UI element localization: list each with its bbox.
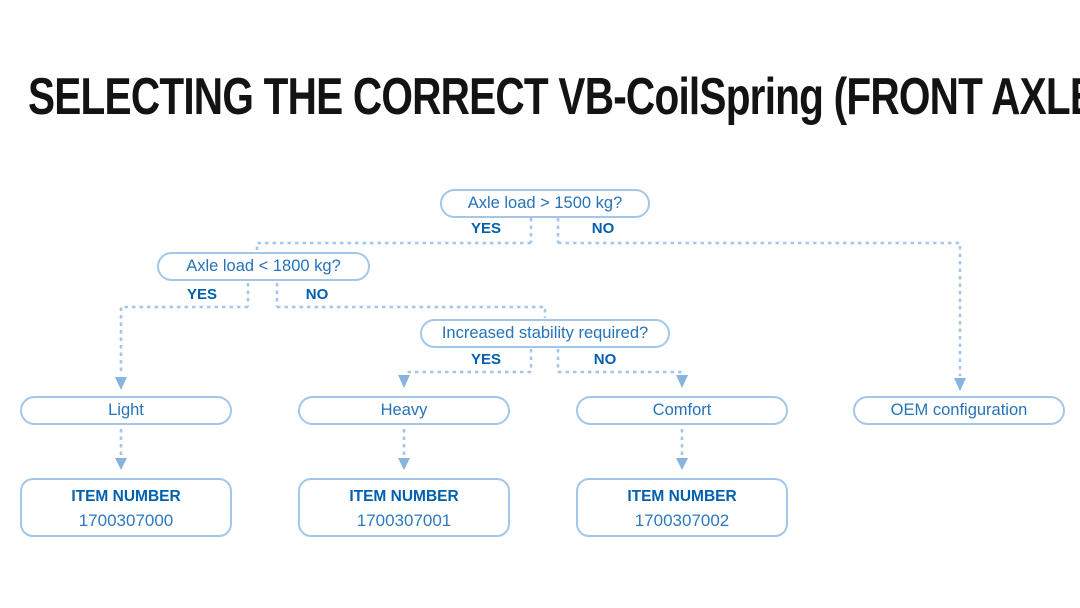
arrowhead-oem xyxy=(954,378,966,391)
item-number-label: ITEM NUMBER xyxy=(71,488,181,505)
arrowhead-item-comfort xyxy=(676,458,688,470)
result-box-comfort: Comfort xyxy=(576,396,788,425)
arrowhead-item-heavy xyxy=(398,458,410,470)
arrowhead-light xyxy=(115,377,127,390)
d2-no-label: NO xyxy=(305,286,329,303)
result-box-heavy: Heavy xyxy=(298,396,510,425)
page-title-text: SELECTING THE CORRECT VB-CoilSpring (FRO… xyxy=(28,68,1080,126)
arrowhead-heavy xyxy=(398,375,410,388)
page-title: SELECTING THE CORRECT VB-CoilSpring (FRO… xyxy=(28,70,1080,124)
result-label: Heavy xyxy=(380,401,428,420)
result-box-oem-configuration: OEM configuration xyxy=(853,396,1065,425)
decision-box-axle-load-1800: Axle load < 1800 kg? xyxy=(157,252,370,281)
d2-yes-label: YES xyxy=(186,286,217,303)
d1-yes-label: YES xyxy=(470,220,501,237)
d2-yes-branch xyxy=(119,305,248,374)
d3-no-label: NO xyxy=(593,351,617,368)
d2-no-branch xyxy=(277,305,547,318)
decision-box-axle-load-1500: Axle load > 1500 kg? xyxy=(440,189,650,218)
d3-yes-label: YES xyxy=(470,351,501,368)
decision-question: Axle load < 1800 kg? xyxy=(186,257,341,276)
decision-box-increased-stability: Increased stability required? xyxy=(420,319,670,348)
d1-no-branch xyxy=(558,241,962,376)
item-number-label: ITEM NUMBER xyxy=(627,488,737,505)
d1-no-label: NO xyxy=(591,220,615,237)
arrowhead-item-light xyxy=(115,458,127,470)
item-number-value: 1700307001 xyxy=(356,510,452,530)
d1-yes-branch xyxy=(255,241,531,251)
arrowhead-comfort xyxy=(676,375,688,388)
result-label: Comfort xyxy=(652,401,712,420)
item-number-value: 1700307000 xyxy=(78,510,174,530)
result-label: Light xyxy=(108,401,144,420)
decision-question: Axle load > 1500 kg? xyxy=(467,194,623,213)
item-number-value: 1700307002 xyxy=(634,510,730,530)
item-box-light: ITEM NUMBER 1700307000 xyxy=(20,478,232,537)
item-box-comfort: ITEM NUMBER 1700307002 xyxy=(576,478,788,537)
item-number-label: ITEM NUMBER xyxy=(349,488,459,505)
result-box-light: Light xyxy=(20,396,232,425)
result-label: OEM configuration xyxy=(890,401,1028,420)
decision-question: Increased stability required? xyxy=(441,324,649,343)
item-box-heavy: ITEM NUMBER 1700307001 xyxy=(298,478,510,537)
